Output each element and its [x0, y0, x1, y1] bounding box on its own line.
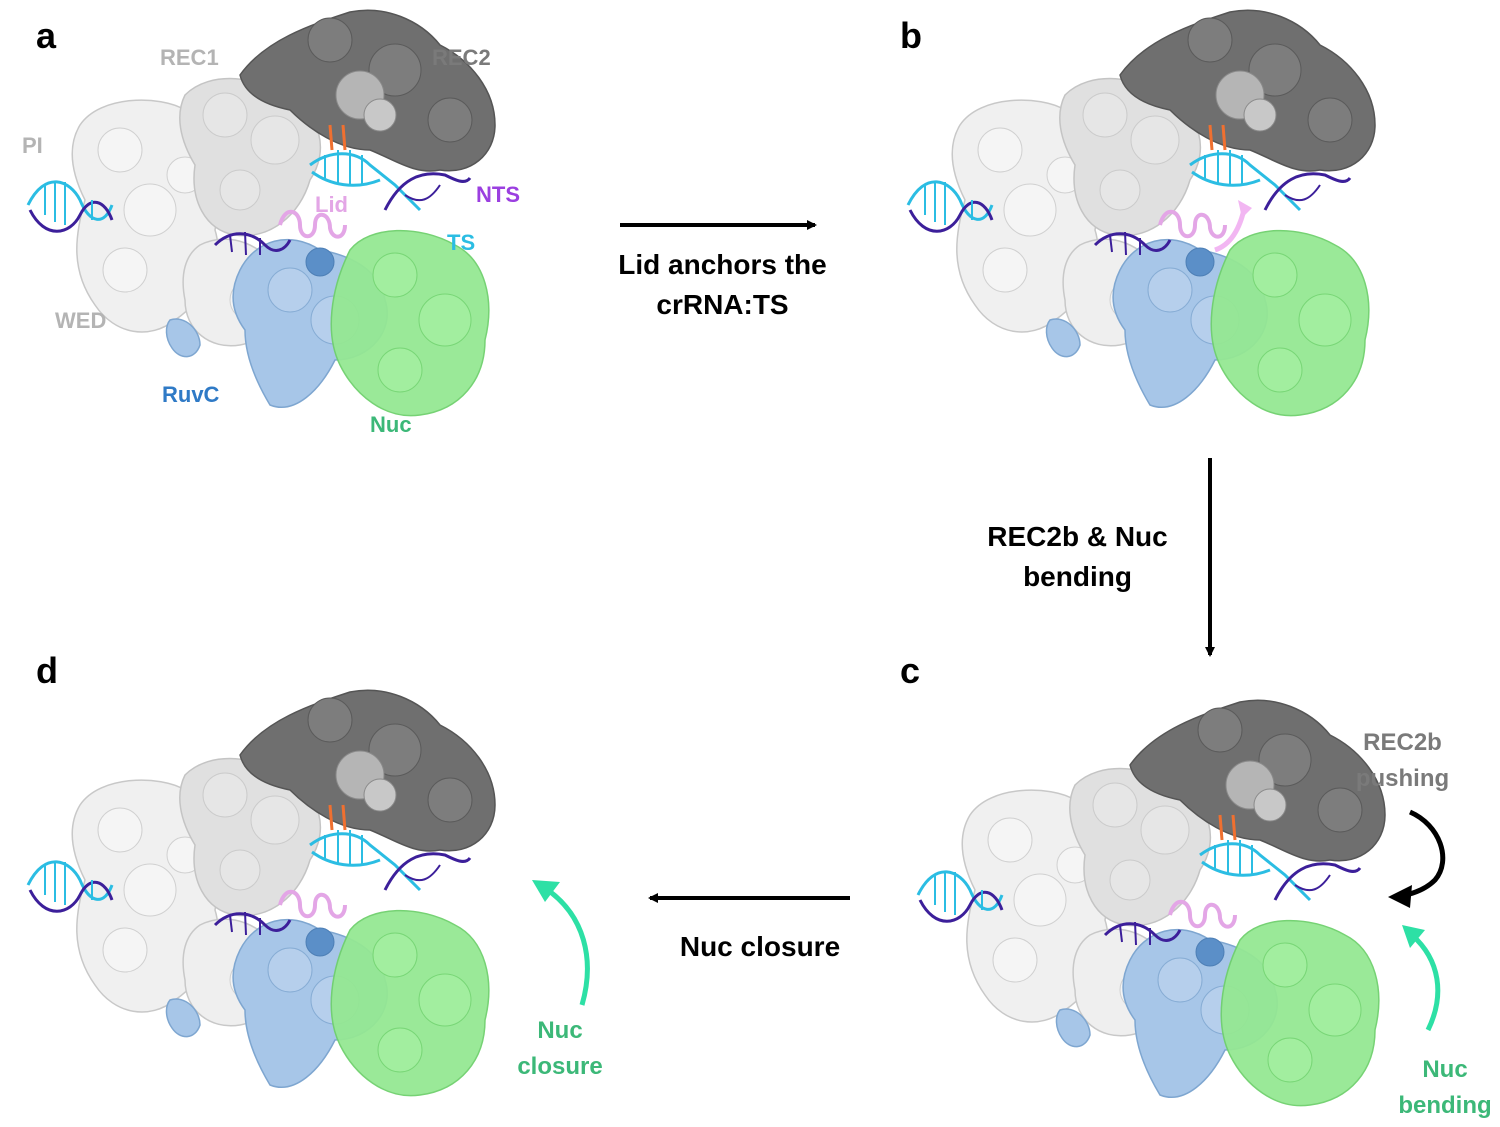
step-label-a-to-b-line1: Lid anchors the: [618, 249, 827, 280]
rec2b-push-arrowhead: [1388, 885, 1412, 908]
label-wed: WED: [55, 308, 107, 333]
nts-strand: [213, 172, 472, 256]
label-ruvc: RuvC: [162, 382, 220, 407]
label-lid: Lid: [315, 192, 348, 217]
nuc-surface: [330, 229, 490, 417]
annotation-rec2b-pushing-line2: pushing: [1355, 765, 1450, 792]
nuc-closure-arrow: [543, 885, 590, 1006]
annotation-nuc-closure-line2: closure: [517, 1053, 603, 1080]
step-label-c-to-d: Nuc closure: [640, 927, 880, 967]
step-label-a-to-b: Lid anchors the crRNA:TS: [575, 245, 870, 325]
nuc-bending-arrow: [1410, 933, 1441, 1032]
step-label-b-to-c-line2: bending: [1023, 561, 1132, 592]
panel-label-b: b: [900, 15, 922, 56]
lid-helix: [278, 209, 347, 239]
label-rec1: REC1: [160, 45, 219, 70]
annotation-nuc-closure: Nuc closure: [505, 1013, 615, 1085]
annotation-nuc-bending: Nuc bending: [1390, 1052, 1500, 1124]
panel-label-a: a: [36, 15, 57, 56]
annotation-rec2b-pushing-line1: REC2b: [1363, 729, 1442, 756]
rec1-surface: [179, 77, 322, 237]
nuc-closure-arrowhead: [532, 880, 560, 902]
label-nts: NTS: [476, 182, 520, 207]
step-label-b-to-c-line1: REC2b & Nuc: [987, 521, 1168, 552]
annotation-nuc-closure-line1: Nuc: [537, 1017, 583, 1044]
label-rec2: REC2: [432, 45, 491, 70]
label-ts: TS: [447, 230, 476, 255]
step-label-b-to-c: REC2b & Nuc bending: [945, 517, 1210, 597]
label-pi: PI: [22, 133, 43, 158]
panel-label-d: d: [36, 650, 58, 691]
crrna-ts-hybrid: [309, 124, 422, 212]
rec2b-push-arrow: [1394, 809, 1446, 900]
annotation-rec2b-pushing: REC2b pushing: [1340, 725, 1465, 797]
step-label-a-to-b-line2: crRNA:TS: [656, 289, 789, 320]
rec2-surface: [239, 9, 496, 172]
protein-structure: [26, 9, 496, 417]
annotation-nuc-bending-line2: bending: [1398, 1092, 1492, 1119]
panel-c-structure: [916, 698, 1387, 1108]
panel-d-structure: [26, 688, 497, 1098]
step-label-c-to-d-line1: Nuc closure: [679, 931, 841, 962]
nuc-bending-arrowhead: [1402, 925, 1425, 948]
pi-dna-duplex: [26, 180, 114, 233]
pi-wed-surface: [71, 99, 220, 333]
annotation-nuc-bending-line1: Nuc: [1422, 1056, 1468, 1083]
lid-motion-arrowhead: [1238, 200, 1252, 218]
label-nuc: Nuc: [370, 412, 412, 437]
panel-label-c: c: [900, 650, 921, 691]
